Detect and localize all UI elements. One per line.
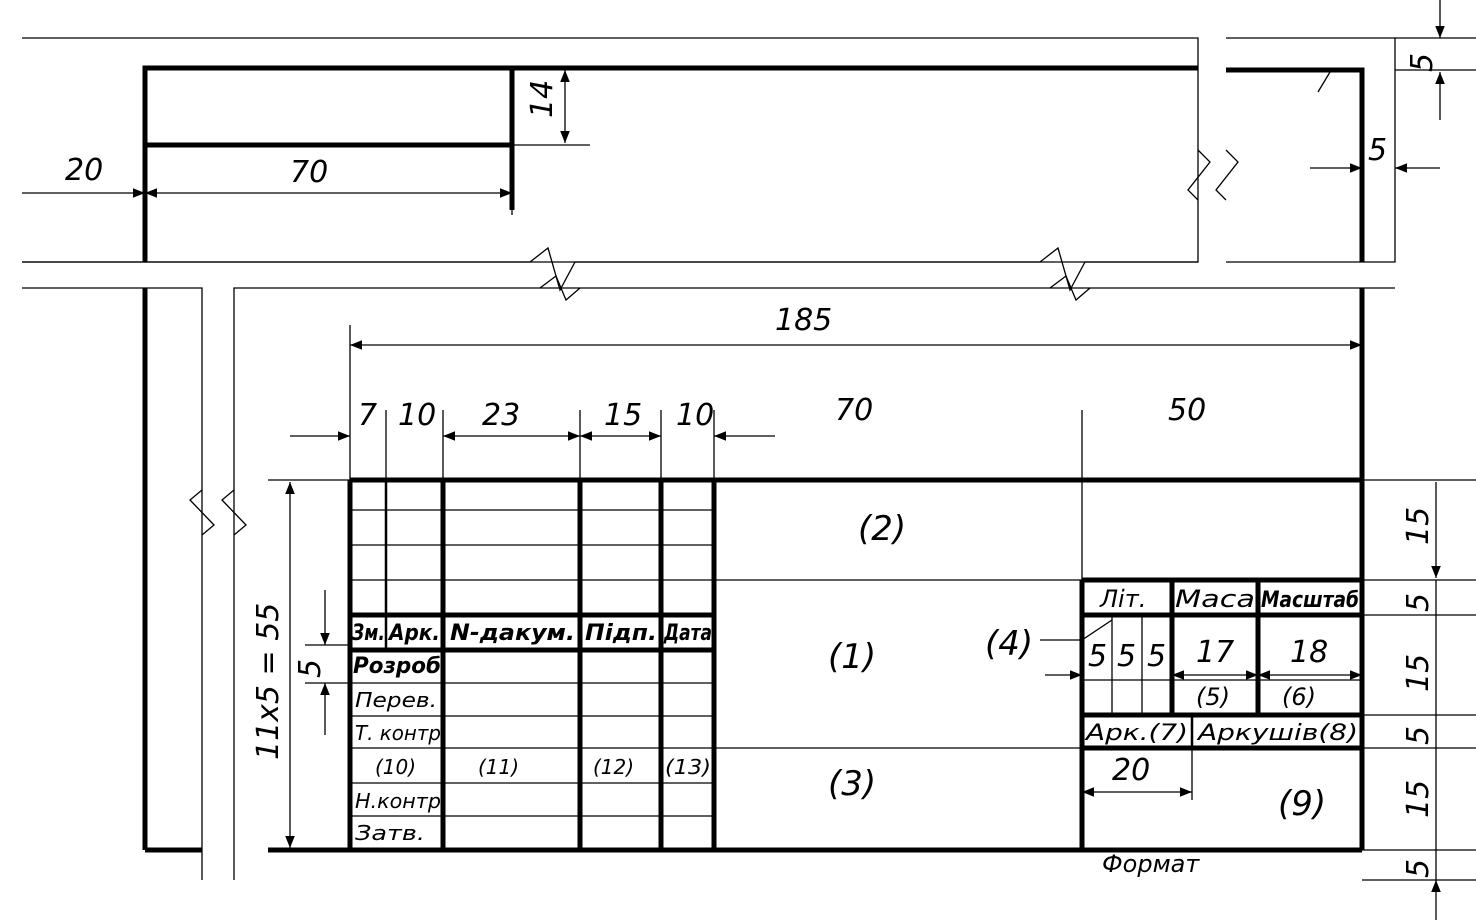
right-five-a: 5: [1088, 639, 1107, 674]
dim-right-5-mid: 5: [1368, 133, 1387, 168]
dim-col-ark: 10: [398, 398, 436, 433]
header-ark: Арк.: [387, 621, 440, 646]
title-block: [347, 477, 1362, 850]
right-five-b: 5: [1117, 639, 1136, 674]
dim-r-15c: 15: [1401, 780, 1436, 818]
header-zm: Зм.: [351, 621, 385, 646]
field-2: (2): [858, 509, 906, 549]
format-label: Формат: [1102, 850, 1200, 878]
header-data: Дата: [663, 621, 712, 646]
break-symbols: [22, 246, 1198, 302]
row-f12: (12): [593, 755, 634, 779]
dim-col-right: 50: [1168, 393, 1206, 428]
dim-r-5a: 5: [1401, 593, 1436, 612]
dim-col-data: 10: [676, 398, 714, 433]
field-9: (9): [1278, 784, 1326, 824]
title-block-dims: [268, 325, 1476, 920]
dim-right-5-top: 5: [1405, 53, 1440, 72]
sheet-outline: [22, 37, 1396, 880]
right-seventeen: 17: [1196, 635, 1234, 670]
dim-col-mid: 70: [835, 393, 873, 428]
top-left-block: [22, 67, 590, 215]
row-zatv: Затв.: [355, 821, 425, 845]
right-arkushiv8: Аркушів(8): [1195, 721, 1358, 746]
dim-small-5: 5: [293, 659, 328, 678]
field-3: (3): [828, 764, 876, 804]
dim-total-width: 185: [775, 303, 832, 338]
row-perev: Перев.: [355, 688, 437, 712]
row-f11: (11): [478, 755, 519, 779]
right-lit: Літ.: [1099, 585, 1146, 613]
dim-r-15a: 15: [1401, 507, 1436, 545]
right-eighteen: 18: [1290, 635, 1328, 670]
row-tkontr: Т. контр: [355, 721, 441, 745]
row-f10: (10): [375, 755, 416, 779]
dim-r-5c: 5: [1401, 859, 1436, 878]
row-rozrob: Розроб: [353, 654, 441, 679]
dim-col-pidp: 15: [604, 398, 642, 433]
dim-sub-20: 20: [1112, 753, 1150, 788]
dim-top-height: 14: [525, 80, 560, 118]
row-nkontr: Н.контр: [355, 789, 441, 813]
header-doc: N-дакум.: [450, 621, 575, 646]
dim-r-5b: 5: [1401, 726, 1436, 745]
right-masshtab: Масштаб: [1261, 588, 1359, 613]
field-1: (1): [828, 637, 876, 677]
dim-left-margin: 20: [65, 153, 103, 188]
dim-side-height: 11x5 = 55: [251, 603, 286, 760]
right-top-dims: [1310, 0, 1476, 173]
field-6: (6): [1282, 683, 1316, 711]
dim-top-width: 70: [290, 155, 328, 190]
field-4: (4): [985, 624, 1033, 664]
dim-col-doc: 23: [482, 398, 520, 433]
row-f13: (13): [665, 755, 711, 779]
dim-r-15b: 15: [1401, 654, 1436, 692]
drawing-frame: [142, 65, 1365, 853]
header-pidp: Підп.: [585, 621, 657, 646]
dim-col-zm: 7: [358, 398, 377, 433]
field-5: (5): [1196, 683, 1230, 711]
right-ark7: Арк.(7): [1083, 721, 1188, 746]
right-masa: Маса: [1175, 585, 1255, 613]
right-five-c: 5: [1147, 639, 1166, 674]
